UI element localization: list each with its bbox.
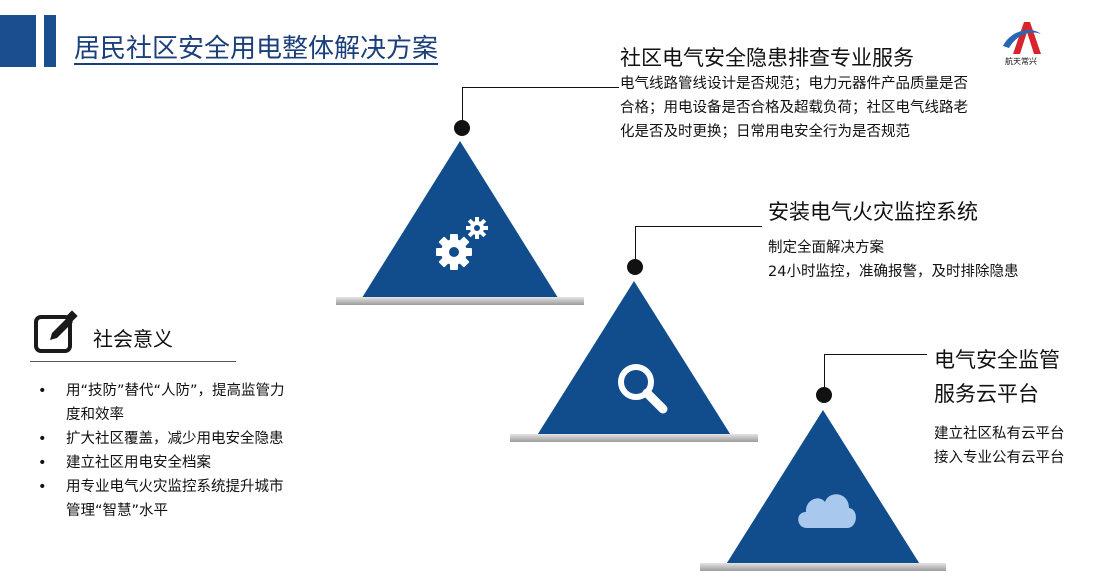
list-item: 用专业电气火灾监控系统提升城市管理“智慧”水平: [38, 475, 288, 523]
list-item: 建立社区用电安全档案: [38, 451, 288, 475]
magnifier-icon: [618, 364, 668, 414]
list-item: 用“技防”替代“人防”，提高监管力度和效率: [38, 379, 288, 427]
triangle-cloud: [725, 410, 921, 566]
edit-icon: [34, 310, 78, 353]
triangle-gears: [360, 141, 560, 301]
gears-icon: [436, 217, 488, 270]
cloud-icon: [798, 494, 856, 528]
triangle-magnifier: [536, 281, 732, 437]
page-title: 居民社区安全用电整体解决方案: [74, 34, 439, 64]
service-line: 24小时监控，准确报警，及时排除隐患: [768, 264, 1019, 280]
triangle-base-shelf: [336, 297, 584, 305]
triangle-base-shelf: [510, 434, 758, 442]
service-title: 电气安全监管 服务云平台: [934, 343, 1060, 411]
connector-dot: [627, 259, 643, 275]
service-description: 电气线路管线设计是否规范；电力元器件产品质量是否合格；用电设备是否合格及超载负荷…: [620, 76, 968, 140]
service-title-line: 服务云平台: [934, 382, 1039, 406]
meaning-list: 用“技防”替代“人防”，提高监管力度和效率 扩大社区覆盖，减少用电安全隐患 建立…: [38, 379, 288, 523]
service-line: 接入专业公有云平台: [934, 450, 1065, 466]
header-accent-bar: [0, 15, 36, 67]
triangle-base-shelf: [700, 563, 946, 571]
connector-line: [824, 354, 927, 391]
service-line: 制定全面解决方案: [768, 240, 884, 256]
header-accent-bar-thin: [44, 15, 56, 67]
section-divider: [30, 361, 236, 362]
brand-logo: 航天常兴: [997, 20, 1045, 70]
connector-line: [462, 87, 619, 126]
service-title: 安装电气火灾监控系统: [768, 200, 978, 224]
connector-line: [635, 226, 762, 265]
service-description: 建立社区私有云平台 接入专业公有云平台: [934, 422, 1084, 470]
section-title: 社会意义: [93, 327, 173, 351]
connector-dot: [816, 387, 832, 403]
service-description: 制定全面解决方案 24小时监控，准确报警，及时排除隐患: [768, 236, 1068, 284]
connector-dot: [454, 120, 470, 136]
service-title: 社区电气安全隐患排查专业服务: [620, 46, 914, 70]
list-item: 扩大社区覆盖，减少用电安全隐患: [38, 427, 288, 451]
service-line: 建立社区私有云平台: [934, 426, 1065, 442]
logo-label: 航天常兴: [1005, 57, 1037, 66]
service-title-line: 电气安全监管: [934, 348, 1060, 372]
